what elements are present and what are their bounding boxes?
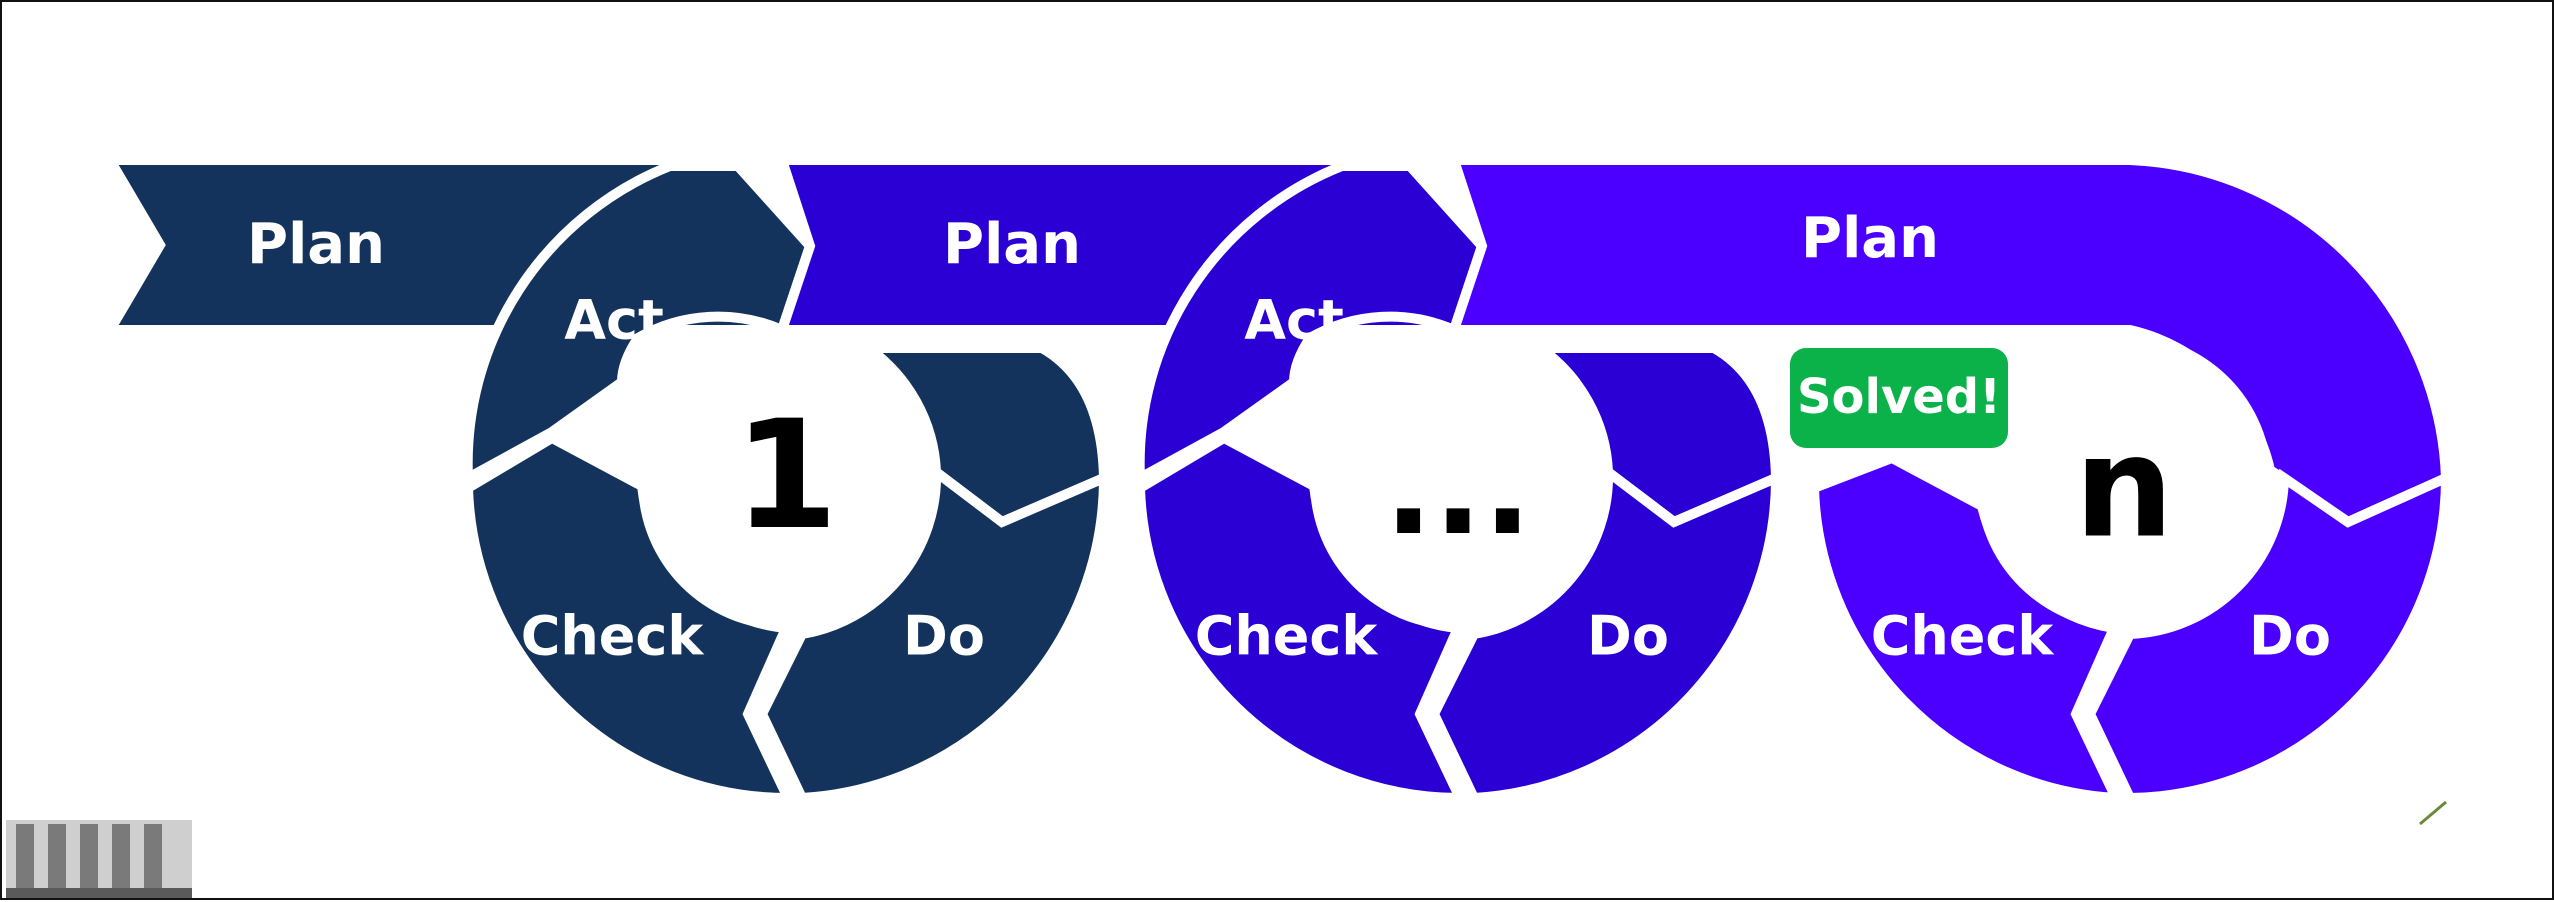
cycle-1-act-segment bbox=[462, 161, 816, 487]
cycle-1-do-lower-segment bbox=[756, 461, 1110, 804]
cycle-3-plan-label: Plan bbox=[1801, 206, 1939, 271]
cycle-1-check-label: Check bbox=[521, 605, 705, 668]
cycle-1-do-label: Do bbox=[903, 605, 985, 668]
cycle-2-do-lower-segment bbox=[1428, 461, 1782, 804]
cycle-2-number: ... bbox=[1384, 412, 1532, 564]
cycle-1: Plan Act Check Do 1 bbox=[101, 155, 1110, 804]
cycle-3-check-label: Check bbox=[1871, 605, 2055, 668]
cycle-2-plan-label: Plan bbox=[943, 212, 1081, 277]
cycle-1-plan-label: Plan bbox=[247, 212, 385, 277]
cycle-2-act-label: Act bbox=[1244, 289, 1344, 352]
cycle-3-do-segment bbox=[2084, 468, 2452, 804]
cycle-3-number: n bbox=[2074, 407, 2174, 570]
cycle-2-check-label: Check bbox=[1195, 605, 1379, 668]
corner-tick-mark bbox=[2419, 800, 2447, 826]
cycle-3-center-hub bbox=[1976, 334, 2272, 630]
building-columns-icon bbox=[6, 820, 192, 898]
solved-badge-label: Solved! bbox=[1797, 369, 2001, 425]
cycle-2-center-hub bbox=[1310, 334, 1606, 630]
cycle-1-center-hub bbox=[638, 334, 934, 630]
cycle-3: Plan Check Do n Solved! bbox=[1447, 155, 2452, 804]
cycle-1-act-label: Act bbox=[564, 289, 664, 352]
cycle-1-number: 1 bbox=[734, 389, 838, 563]
cycle-3-do-label: Do bbox=[2249, 605, 2331, 668]
cycle-2-act-segment bbox=[1134, 161, 1488, 487]
solved-badge: Solved! bbox=[1790, 348, 2008, 448]
cycle-2: Plan Act Check Do ... bbox=[775, 155, 1782, 804]
cycle-2-do-label: Do bbox=[1587, 605, 1669, 668]
